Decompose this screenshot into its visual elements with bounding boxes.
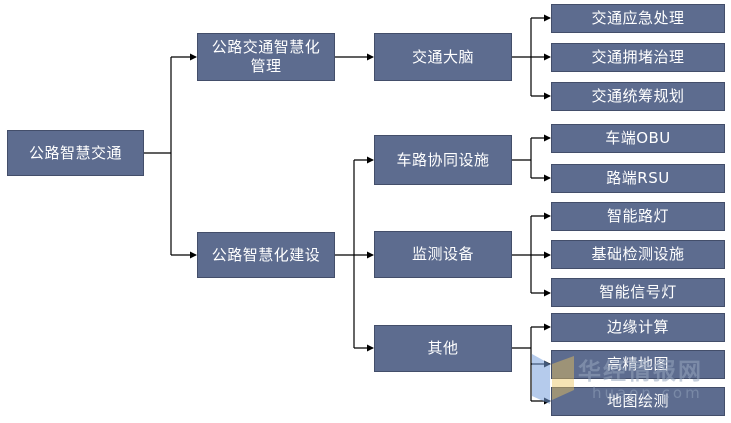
leaf-node-label: 车端OBU (605, 129, 671, 147)
leaf-node-label: 交通应急处理 (591, 9, 685, 27)
leaf-node-label: 基础检测设施 (591, 245, 685, 263)
node-management-label: 公路交通智慧化 管理 (211, 38, 321, 75)
node-construction-label: 公路智慧化建设 (211, 245, 321, 264)
leaf-node: 交通拥堵治理 (551, 43, 725, 72)
node-coordination: 车路协同设施 (374, 135, 512, 185)
leaf-node: 交通应急处理 (551, 4, 725, 33)
node-other: 其他 (374, 325, 512, 372)
leaf-node-label: 高精地图 (606, 355, 669, 373)
leaf-node: 基础检测设施 (551, 240, 725, 269)
leaf-node-label: 边缘计算 (606, 318, 669, 336)
leaf-node-label: 智能路灯 (606, 207, 669, 225)
leaf-node: 高精地图 (551, 350, 725, 379)
leaf-node-label: 地图绘测 (606, 392, 669, 410)
leaf-node: 边缘计算 (551, 313, 725, 342)
node-monitoring: 监测设备 (374, 231, 512, 278)
leaf-node: 车端OBU (551, 124, 725, 153)
leaf-node-label: 交通统筹规划 (591, 87, 685, 105)
node-construction: 公路智慧化建设 (197, 232, 335, 278)
leaf-node: 路端RSU (551, 164, 725, 193)
leaf-node-label: 交通拥堵治理 (591, 48, 685, 66)
leaf-node: 智能信号灯 (551, 278, 725, 307)
node-brain-label: 交通大脑 (411, 47, 474, 66)
leaf-node-label: 智能信号灯 (599, 283, 677, 301)
node-root: 公路智慧交通 (7, 130, 144, 176)
node-root-label: 公路智慧交通 (28, 143, 122, 162)
node-management: 公路交通智慧化 管理 (197, 33, 335, 81)
leaf-node: 交通统筹规划 (551, 82, 725, 111)
node-brain: 交通大脑 (374, 33, 512, 81)
node-monitoring-label: 监测设备 (411, 245, 474, 263)
node-coordination-label: 车路协同设施 (396, 150, 490, 169)
leaf-node-label: 路端RSU (606, 169, 670, 187)
leaf-node: 智能路灯 (551, 202, 725, 231)
leaf-node: 地图绘测 (551, 387, 725, 416)
node-other-label: 其他 (427, 339, 459, 357)
